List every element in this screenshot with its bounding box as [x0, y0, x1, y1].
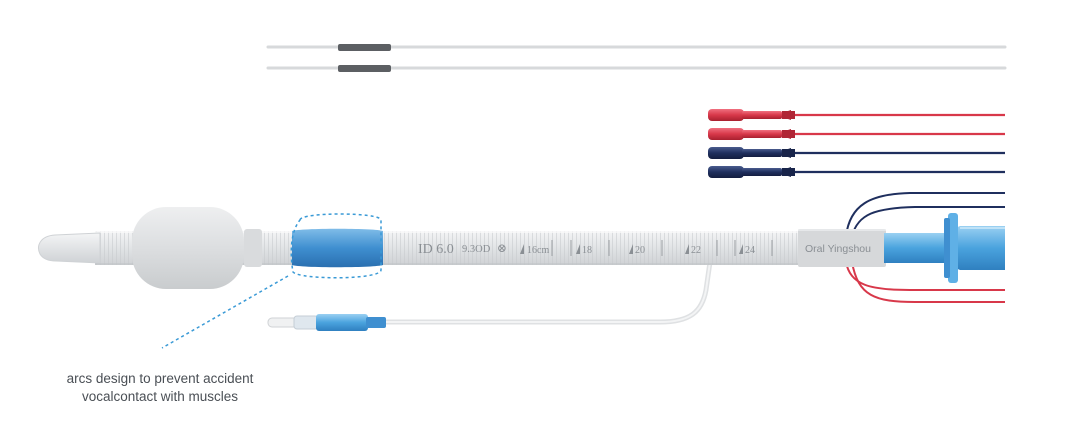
guide-wire-top	[266, 44, 1007, 51]
electrode-wires-red	[845, 261, 1005, 303]
brand-sleeve: Oral Yingshou	[798, 229, 886, 267]
annotation-leader-line	[161, 275, 289, 349]
electrode-connector-red-1	[708, 109, 1005, 121]
electrode-connector-red-2	[708, 128, 1005, 140]
guide-wire-bottom	[266, 65, 1007, 72]
annotation-caption: arcs design to prevent accident vocalcon…	[30, 370, 290, 406]
depth-mark: 20	[608, 240, 663, 256]
tube-size-mark: ID 6.0	[418, 242, 454, 257]
depth-mark: 22	[685, 240, 718, 256]
pilot-line	[382, 259, 713, 325]
tube-od-mark: 9.3OD	[462, 244, 491, 255]
depth-mark: 18	[570, 240, 592, 256]
tube-connector	[884, 213, 1005, 283]
svg-text:20: 20	[635, 245, 645, 256]
annotation-line-2: vocalcontact with muscles	[81, 389, 239, 404]
electrode-band	[292, 228, 383, 268]
depth-mark: 24	[734, 240, 773, 256]
brand-label: Oral Yingshou	[805, 243, 871, 255]
pilot-balloon-valve	[267, 314, 386, 331]
electrode-connector-navy-2	[708, 166, 1005, 178]
radiopaque-symbol: ⊗	[497, 241, 507, 255]
tube-tip	[38, 232, 101, 264]
depth-mark: 16cm	[520, 240, 553, 256]
svg-text:24: 24	[745, 245, 755, 256]
tube-cuff	[132, 207, 262, 289]
electrode-connector-navy-1	[708, 147, 1005, 159]
annotation-line-1: arcs design to prevent accident	[66, 371, 254, 386]
svg-text:22: 22	[691, 245, 701, 256]
svg-text:16cm: 16cm	[527, 245, 549, 256]
depth-marks: 16cm 18 20 22 24	[520, 240, 773, 256]
svg-text:18: 18	[582, 245, 592, 256]
